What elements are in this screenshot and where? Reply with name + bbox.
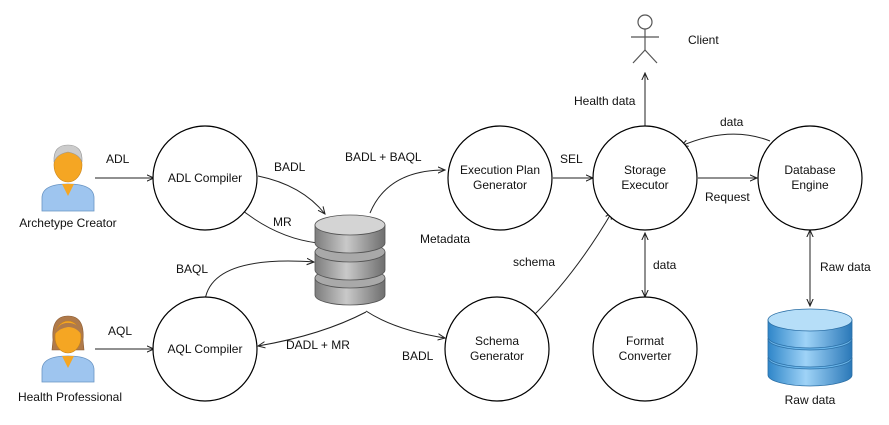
label-raw-data-edge: Raw data [820, 260, 871, 274]
metadata-database-icon [314, 214, 386, 306]
node-format-converter-label-1: Format [626, 334, 665, 348]
label-data-top: data [720, 115, 744, 129]
node-schema-generator-label-1: Schema [475, 334, 519, 348]
edge-schema [530, 212, 612, 319]
edge-badl-to-metadata [257, 175, 325, 214]
archetype-creator-person-icon [41, 144, 95, 212]
node-aql-compiler-label: AQL Compiler [168, 342, 243, 356]
client-label: Client [688, 33, 719, 47]
archetype-creator-label: Archetype Creator [19, 216, 116, 230]
node-storage-executor: Storage Executor [592, 125, 698, 231]
node-execution-plan-label-1: Execution Plan [460, 163, 540, 177]
metadata-label: Metadata [420, 232, 470, 246]
label-health-data: Health data [574, 94, 636, 108]
node-adl-compiler: ADL Compiler [152, 125, 258, 231]
raw-data-database-icon [767, 308, 853, 387]
health-professional-label: Health Professional [18, 390, 122, 404]
node-database-engine-label-2: Engine [791, 178, 829, 192]
node-execution-plan-label-2: Generator [473, 178, 527, 192]
node-schema-generator-label-2: Generator [470, 349, 524, 363]
label-mr: MR [273, 215, 292, 229]
raw-data-label: Raw data [785, 393, 836, 407]
node-format-converter-label-2: Converter [619, 349, 672, 363]
node-storage-executor-label-2: Executor [621, 178, 668, 192]
node-format-converter: Format Converter [592, 296, 698, 402]
node-adl-compiler-label: ADL Compiler [168, 171, 242, 185]
label-sel: SEL [560, 152, 583, 166]
label-badl-baql: BADL + BAQL [345, 150, 422, 164]
label-aql: AQL [108, 324, 132, 338]
label-schema: schema [513, 255, 555, 269]
label-baql: BAQL [176, 262, 208, 276]
edge-dadl-mr [258, 311, 367, 346]
node-schema-generator: Schema Generator [444, 296, 550, 402]
node-storage-executor-label-1: Storage [624, 163, 666, 177]
edge-baql [204, 261, 314, 301]
label-badl-1: BADL [274, 160, 306, 174]
edge-labels: ADL AQL BADL MR BAQL DADL + MR BADL + BA… [106, 94, 871, 363]
node-database-engine: Database Engine [757, 125, 863, 231]
label-dadl-mr: DADL + MR [286, 338, 350, 352]
node-aql-compiler: AQL Compiler [152, 296, 258, 402]
edge-data-top [681, 133, 771, 146]
edges [95, 73, 810, 349]
client-stick-figure-icon [631, 14, 659, 64]
label-badl-2: BADL [402, 349, 434, 363]
node-database-engine-label-1: Database [784, 163, 836, 177]
label-request: Request [705, 190, 750, 204]
edge-badl-baql [369, 170, 445, 214]
health-professional-person-icon [41, 315, 95, 383]
edge-badl-to-schema [365, 310, 445, 338]
node-execution-plan-generator: Execution Plan Generator [447, 125, 553, 231]
label-data-mid: data [653, 258, 677, 272]
label-adl: ADL [106, 152, 130, 166]
